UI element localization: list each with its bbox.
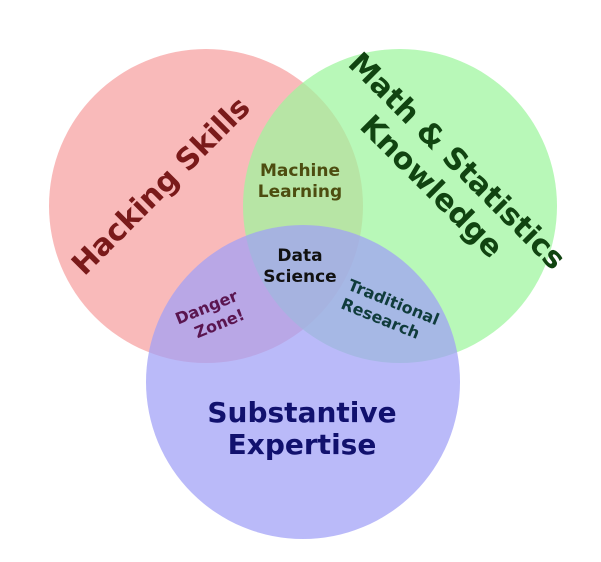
machine-learning-label-line1: Machine [260, 161, 340, 181]
data-science-label-line1: Data [277, 246, 322, 266]
data-science-label-line2: Science [263, 267, 336, 287]
substantive-expertise-circle [146, 225, 460, 539]
substantive-expertise-label-line1: Substantive [207, 396, 396, 429]
substantive-expertise-label-line2: Expertise [228, 428, 377, 461]
machine-learning-label-line2: Learning [258, 182, 342, 202]
